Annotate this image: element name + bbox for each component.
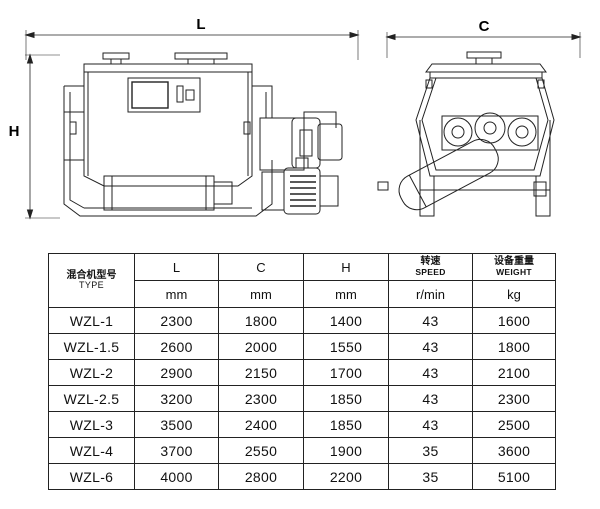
- cell-speed: 43: [388, 385, 473, 412]
- cell-model: WZL-2.5: [48, 385, 135, 412]
- cell-weight: 1800: [472, 333, 556, 360]
- cell-model: WZL-4: [48, 437, 135, 464]
- unit-weight: kg: [472, 280, 556, 308]
- cell-C: 2550: [218, 437, 304, 464]
- cell-weight: 1600: [472, 307, 556, 334]
- header-type: 混合机型号 TYPE: [48, 253, 135, 308]
- cell-weight: 2500: [472, 411, 556, 438]
- cell-L: 2600: [134, 333, 219, 360]
- cell-weight: 2100: [472, 359, 556, 386]
- cell-weight: 2300: [472, 385, 556, 412]
- cell-speed: 43: [388, 411, 473, 438]
- header-speed-en: SPEED: [415, 266, 446, 277]
- cell-weight: 5100: [472, 463, 556, 490]
- header-row: 混合机型号 TYPE L C H 转速 SPEED 设备重量 WEIGHT: [48, 253, 556, 308]
- header-weight: 设备重量 WEIGHT: [472, 253, 556, 281]
- cell-L: 3500: [134, 411, 219, 438]
- cell-C: 1800: [218, 307, 304, 334]
- header-speed-cn: 转速: [420, 256, 441, 268]
- cell-speed: 43: [388, 359, 473, 386]
- cell-speed: 35: [388, 463, 473, 490]
- cell-H: 1850: [303, 411, 389, 438]
- cell-model: WZL-1.5: [48, 333, 135, 360]
- cell-model: WZL-1: [48, 307, 135, 334]
- cell-H: 1550: [303, 333, 389, 360]
- cell-L: 2300: [134, 307, 219, 334]
- height-dimension-label: H: [9, 123, 20, 140]
- spec-table: 混合机型号 TYPE L C H 转速 SPEED 设备重量 WEIGHT: [48, 253, 556, 490]
- length-dimension-label: L: [196, 16, 205, 33]
- header-L: L: [134, 253, 219, 281]
- cell-C: 2800: [218, 463, 304, 490]
- header-C: C: [218, 253, 304, 281]
- cell-H: 1700: [303, 359, 389, 386]
- unit-row: mm mm mm r/min kg: [49, 280, 556, 308]
- header-type-cn: 混合机型号: [66, 269, 117, 281]
- header-weight-en: WEIGHT: [496, 266, 532, 277]
- cell-L: 4000: [134, 463, 219, 490]
- width-dimension-label: C: [479, 18, 490, 35]
- cell-weight: 3600: [472, 437, 556, 464]
- header-H: H: [303, 253, 389, 281]
- cell-model: WZL-6: [48, 463, 135, 490]
- cell-C: 2000: [218, 333, 304, 360]
- unit-L-value: mm: [134, 280, 219, 308]
- cell-model: WZL-3: [48, 411, 135, 438]
- cell-C: 2400: [218, 411, 304, 438]
- header-weight-cn: 设备重量: [494, 256, 534, 268]
- cell-L: 3700: [134, 437, 219, 464]
- cell-speed: 43: [388, 307, 473, 334]
- cell-H: 1400: [303, 307, 389, 334]
- cell-L: 2900: [134, 359, 219, 386]
- unit-H: mm: [303, 280, 389, 308]
- cell-speed: 35: [388, 437, 473, 464]
- cell-H: 2200: [303, 463, 389, 490]
- side-view: [377, 32, 582, 217]
- cell-H: 1900: [303, 437, 389, 464]
- front-view: [24, 30, 360, 220]
- unit-speed: r/min: [388, 280, 473, 308]
- header-speed: 转速 SPEED: [388, 253, 473, 281]
- header-type-en: TYPE: [78, 280, 105, 291]
- cell-speed: 43: [388, 333, 473, 360]
- unit-C: mm: [218, 280, 304, 308]
- cell-H: 1850: [303, 385, 389, 412]
- mixer-drawing: L H C: [9, 16, 582, 220]
- cell-C: 2300: [218, 385, 304, 412]
- cell-L: 3200: [134, 385, 219, 412]
- cell-C: 2150: [218, 359, 304, 386]
- cell-model: WZL-2: [48, 359, 135, 386]
